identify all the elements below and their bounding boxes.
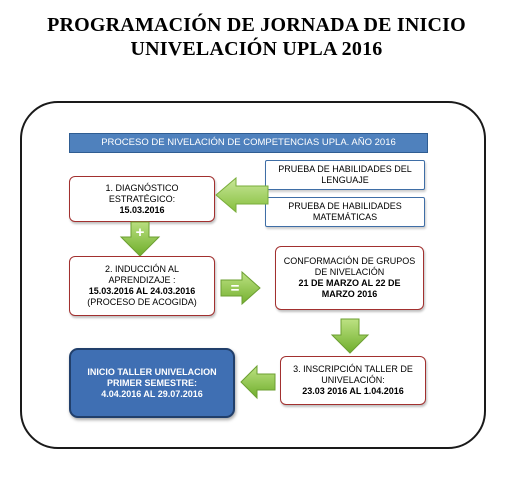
step1-date: 15.03.2016 bbox=[119, 204, 165, 215]
left-arrow-icon bbox=[215, 176, 269, 214]
diagram-frame bbox=[20, 101, 486, 449]
step1-line1: 1. DIAGNÓSTICO bbox=[105, 182, 179, 193]
page-title-line2: UNIVELACIÓN UPLA 2016 bbox=[130, 38, 383, 60]
equals-right-arrow-icon: = bbox=[220, 270, 261, 306]
groups-line4: MARZO 2016 bbox=[321, 289, 378, 299]
math-test-line1: PRUEBA DE HABILIDADES bbox=[288, 201, 402, 211]
groups-line1: CONFORMACIÓN DE GRUPOS bbox=[283, 256, 416, 266]
language-test-line2: LENGUAJE bbox=[321, 175, 369, 185]
groups-line2: DE NIVELACIÓN bbox=[314, 267, 385, 277]
step2-line2: APRENDIZAJE : bbox=[108, 275, 176, 285]
language-test-box: PRUEBA DE HABILIDADES DEL LENGUAJE bbox=[265, 160, 425, 190]
final-workshop-box: INICIO TALLER UNIVELACION PRIMER SEMESTR… bbox=[69, 348, 235, 418]
step2-induction-box: 2. INDUCCIÓN AL APRENDIZAJE : 15.03.2016… bbox=[69, 256, 215, 316]
page-title-line1: PROGRAMACIÓN DE JORNADA DE INICIO bbox=[47, 14, 466, 36]
step2-dates: 15.03.2016 AL 24.03.2016 bbox=[88, 286, 196, 296]
left-arrow-final-icon bbox=[240, 364, 276, 400]
step2-note: (PROCESO DE ACOGIDA) bbox=[87, 297, 197, 307]
final-line3: 4.04.2016 AL 29.07.2016 bbox=[101, 388, 203, 399]
final-line1: INICIO TALLER UNIVELACION bbox=[87, 366, 217, 377]
step1-line2: ESTRATÉGICO: bbox=[108, 193, 176, 204]
plus-down-arrow-icon: + bbox=[119, 221, 161, 257]
step1-diagnostic-box: 1. DIAGNÓSTICO ESTRATÉGICO: 15.03.2016 bbox=[69, 176, 215, 222]
language-test-line1: PRUEBA DE HABILIDADES DEL bbox=[278, 164, 412, 174]
math-test-box: PRUEBA DE HABILIDADES MATEMÁTICAS bbox=[265, 197, 425, 227]
plus-symbol: + bbox=[136, 224, 145, 241]
group-formation-box: CONFORMACIÓN DE GRUPOS DE NIVELACIÓN 21 … bbox=[275, 246, 424, 310]
process-header: PROCESO DE NIVELACIÓN DE COMPETENCIAS UP… bbox=[69, 133, 428, 153]
step3-line2: UNIVELACIÓN: bbox=[321, 375, 385, 385]
step3-enrollment-box: 3. INSCRIPCIÓN TALLER DE UNIVELACIÓN: 23… bbox=[280, 356, 426, 405]
step2-line1: 2. INDUCCIÓN AL bbox=[104, 264, 180, 274]
groups-line3: 21 DE MARZO AL 22 DE bbox=[298, 278, 401, 288]
final-line2: PRIMER SEMESTRE: bbox=[106, 377, 197, 388]
equals-symbol: = bbox=[231, 280, 240, 297]
math-test-line2: MATEMÁTICAS bbox=[312, 212, 378, 222]
step3-line1: 3. INSCRIPCIÓN TALLER DE bbox=[293, 364, 413, 374]
step3-dates: 23.03 2016 AL 1.04.2016 bbox=[302, 386, 404, 396]
down-arrow-icon bbox=[330, 318, 370, 354]
